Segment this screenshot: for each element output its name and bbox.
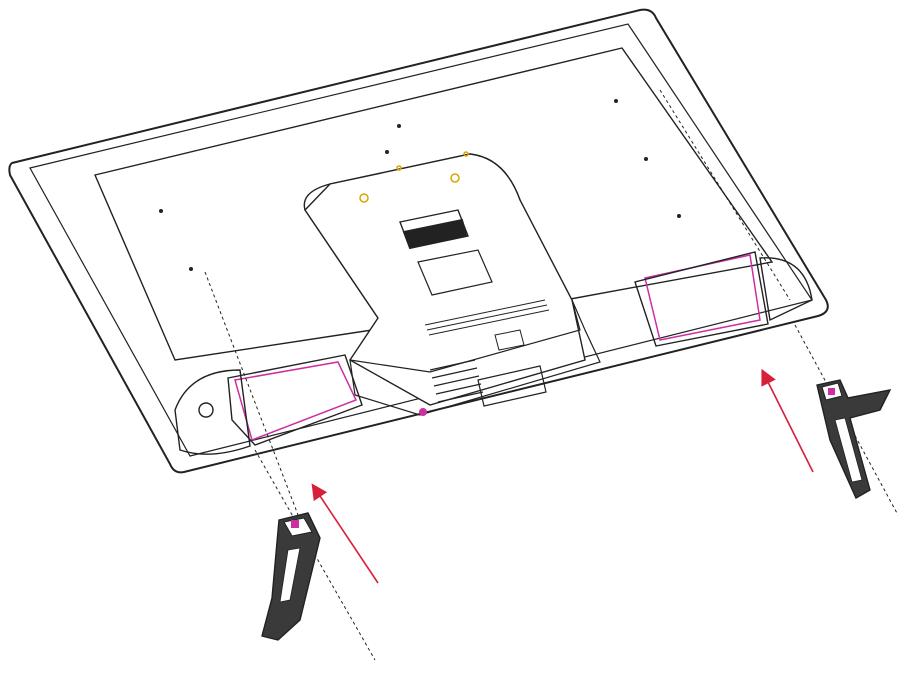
tv-left-foot [174, 369, 251, 455]
vent-grille-lower [429, 359, 484, 403]
tv-left-screw [198, 402, 214, 418]
tv-right-foot [759, 257, 813, 322]
stand-slot-left-outline [227, 354, 363, 446]
vesa-bosses [359, 151, 469, 203]
rating-plate [417, 249, 493, 296]
insert-arrow-right [761, 368, 814, 473]
connector-tab [494, 329, 525, 351]
stand-slot-right-outline [634, 251, 769, 347]
insert-arrow-left [311, 483, 379, 584]
tv-back-panel [8, 8, 829, 474]
warning-label-bar [402, 218, 468, 250]
mounting-holes [159, 99, 681, 271]
magenta-marker [419, 408, 427, 416]
insertion-arrows [311, 368, 814, 584]
guide-line-right-1 [659, 89, 791, 301]
stand-leg-left [261, 512, 321, 641]
vent-grille-upper [424, 299, 550, 336]
stand-leg-right [816, 379, 892, 499]
tv-housing-lower [349, 299, 601, 416]
guide-line-left-1 [204, 271, 301, 521]
terminal-block [477, 365, 547, 407]
